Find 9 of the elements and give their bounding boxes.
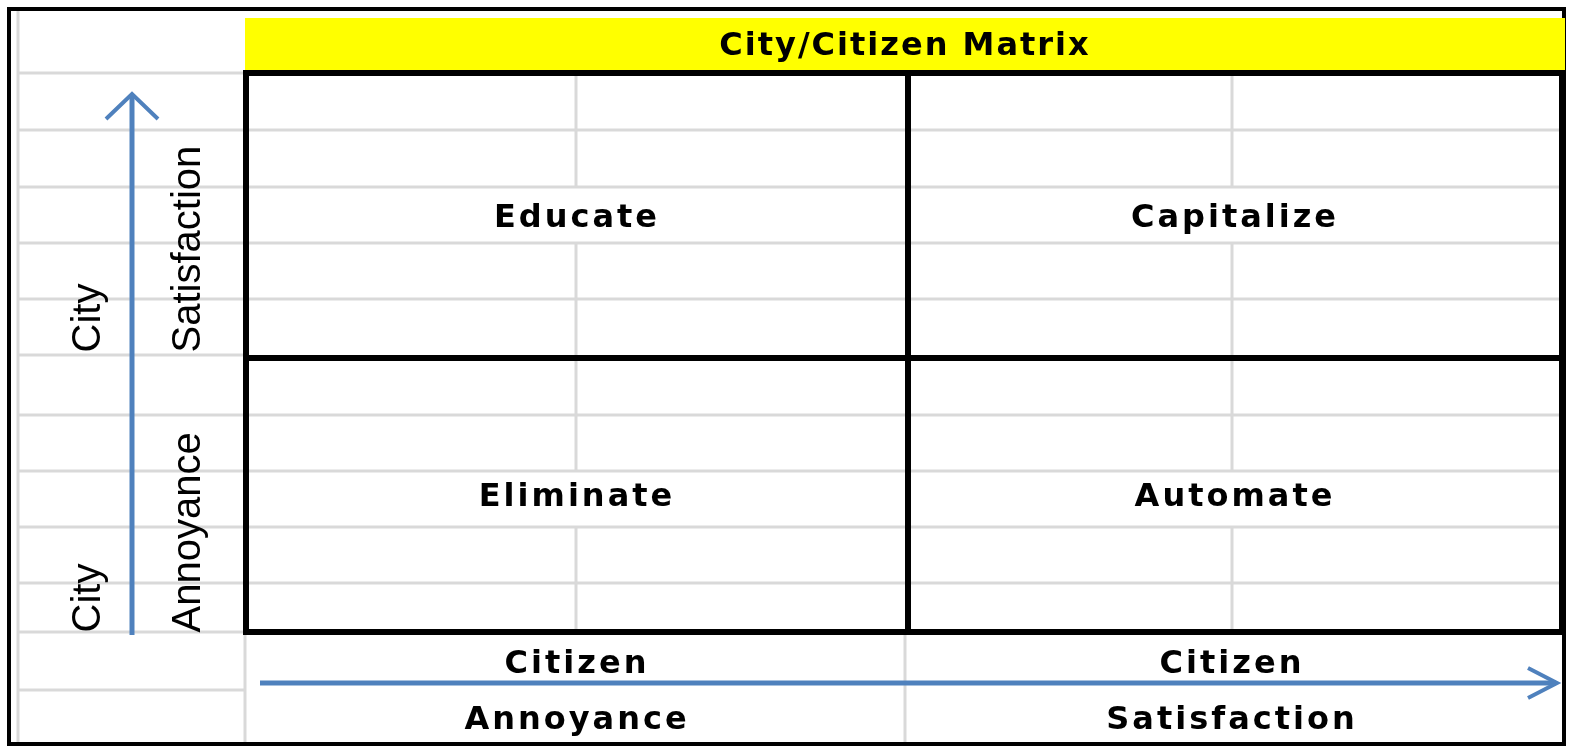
axis-label: City Annoyance (62, 431, 209, 633)
axis-label: City Satisfaction (62, 144, 209, 353)
axis-label: Citizen Annoyance (463, 642, 691, 739)
title-banner: City/Citizen Matrix (245, 18, 1565, 70)
axis-label: Citizen Satisfaction (1105, 642, 1359, 739)
quadrant-label: Educate (493, 196, 661, 235)
quadrant-label: Capitalize (1130, 196, 1340, 235)
quadrant-label: Automate (1134, 476, 1336, 514)
quadrant-label: Eliminate (478, 476, 676, 514)
